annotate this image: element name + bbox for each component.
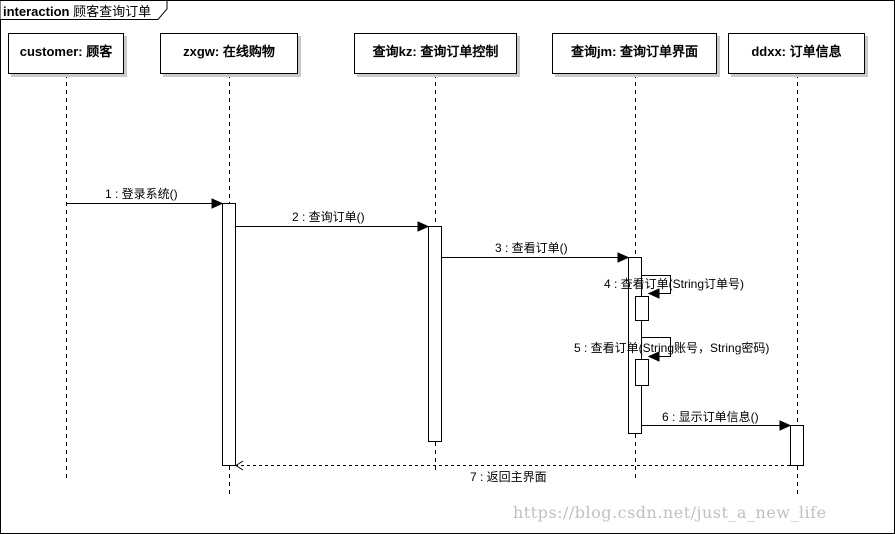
- activation-jm-self-5: [635, 359, 649, 386]
- lifeline-zxgw-label: zxgw: 在线购物: [183, 44, 275, 59]
- message-7-label: 7 : 返回主界面: [470, 470, 547, 484]
- message-3-arrowhead: [617, 252, 630, 263]
- watermark: https://blog.csdn.net/just_a_new_life: [513, 503, 827, 522]
- message-1-label: 1 : 登录系统(): [105, 187, 178, 201]
- message-2-arrowhead: [417, 221, 430, 232]
- lifeline-kz-label: 查询kz: 查询订单控制: [372, 44, 499, 59]
- lifeline-jm-label: 查询jm: 查询订单界面: [570, 44, 699, 59]
- activation-kz: [428, 226, 442, 442]
- lifeline-zxgw[interactable]: zxgw: 在线购物: [160, 33, 298, 74]
- message-6-label: 6 : 显示订单信息(): [662, 410, 759, 424]
- message-6-arrowhead: [779, 420, 792, 431]
- message-5-arrowhead: [647, 351, 660, 362]
- activation-jm-self-4: [635, 296, 649, 321]
- message-5-line: [642, 337, 671, 357]
- message-1-arrowhead: [211, 198, 224, 209]
- frame-keyword: interaction: [3, 4, 70, 19]
- message-5-label: 5 : 查看订单(String账号，String密码): [574, 341, 770, 355]
- lifeline-ddxx[interactable]: ddxx: 订单信息: [728, 33, 865, 74]
- message-4-line: [642, 275, 671, 294]
- lifeline-jm[interactable]: 查询jm: 查询订单界面: [552, 33, 717, 74]
- lifeline-customer[interactable]: customer: 顾客: [8, 33, 124, 74]
- frame-title: interaction 顾客查询订单: [3, 1, 151, 20]
- message-4-arrowhead: [647, 288, 660, 299]
- lifeline-kz[interactable]: 查询kz: 查询订单控制: [354, 33, 517, 74]
- lifeline-customer-label: customer: 顾客: [19, 44, 113, 59]
- message-4-label: 4 : 查看订单(String订单号): [604, 277, 745, 291]
- message-3-label: 3 : 查看订单(): [495, 241, 568, 255]
- activation-ddxx: [790, 425, 804, 466]
- lifeline-ddxx-label: ddxx: 订单信息: [751, 44, 842, 59]
- frame-name: 顾客查询订单: [73, 4, 152, 19]
- message-7-arrowhead: [235, 460, 244, 471]
- activation-zxgw: [222, 203, 236, 466]
- message-2-label: 2 : 查询订单(): [292, 210, 365, 224]
